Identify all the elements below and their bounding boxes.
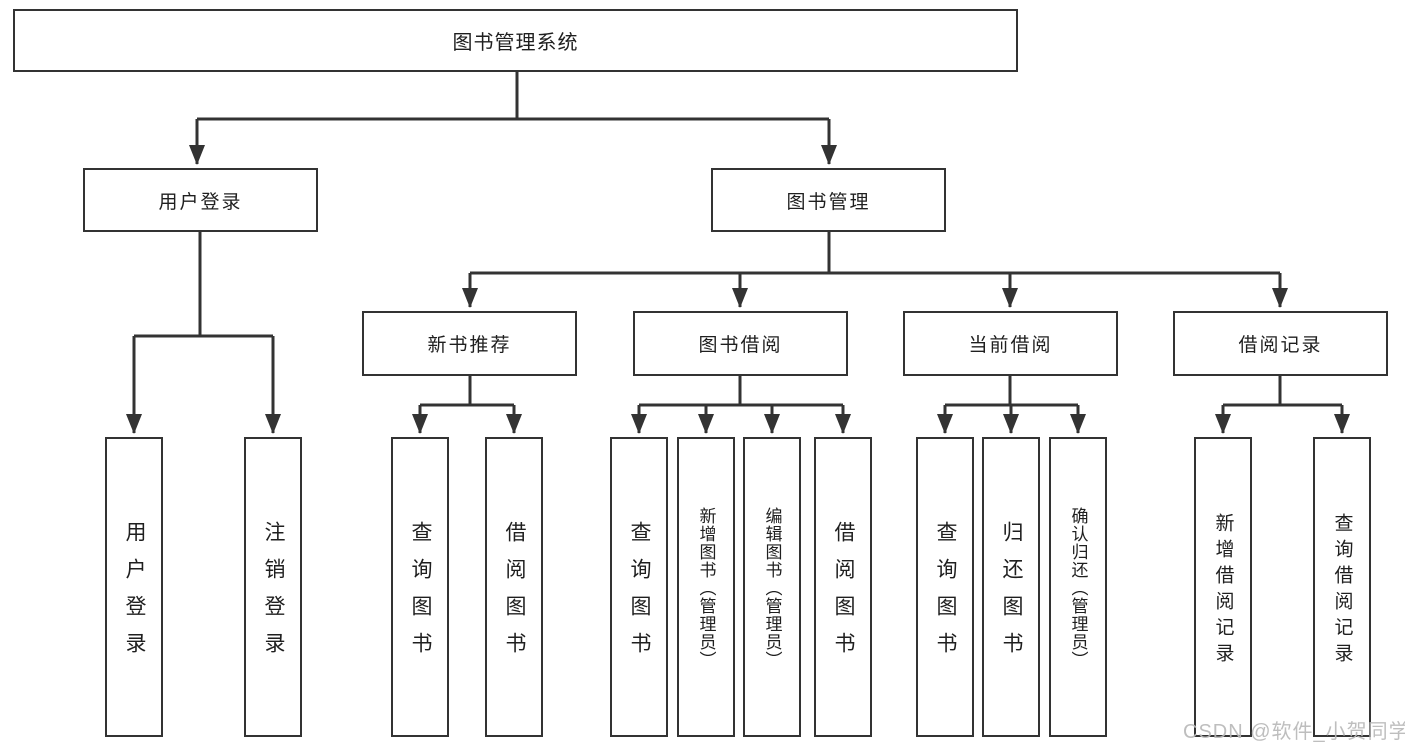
leaf-borrow-book-recommend: 借阅图书 (485, 437, 543, 737)
node-library-management-system: 图书管理系统 (13, 9, 1018, 72)
node-borrow-records: 借阅记录 (1173, 311, 1388, 376)
leaf-logout: 注销登录 (244, 437, 302, 737)
leaf-user-login: 用户登录 (105, 437, 163, 737)
node-user-login-branch: 用户登录 (83, 168, 318, 232)
leaf-add-borrow-record: 新增借阅记录 (1194, 437, 1252, 737)
csdn-watermark: CSDN @软件_小贺同学 (1183, 721, 1405, 743)
node-new-book-recommend: 新书推荐 (362, 311, 577, 376)
leaf-confirm-return-admin: 确认归还（管理员） (1049, 437, 1107, 737)
leaf-query-books-borrow: 查询图书 (610, 437, 668, 737)
leaf-add-book-admin: 新增图书（管理员） (677, 437, 735, 737)
leaf-borrow-book: 借阅图书 (814, 437, 872, 737)
node-book-management-branch: 图书管理 (711, 168, 946, 232)
leaf-query-borrow-record: 查询借阅记录 (1313, 437, 1371, 737)
leaf-return-book: 归还图书 (982, 437, 1040, 737)
node-book-borrow: 图书借阅 (633, 311, 848, 376)
leaf-query-books-recommend: 查询图书 (391, 437, 449, 737)
node-current-borrow: 当前借阅 (903, 311, 1118, 376)
leaf-query-books-current: 查询图书 (916, 437, 974, 737)
leaf-edit-book-admin: 编辑图书（管理员） (743, 437, 801, 737)
